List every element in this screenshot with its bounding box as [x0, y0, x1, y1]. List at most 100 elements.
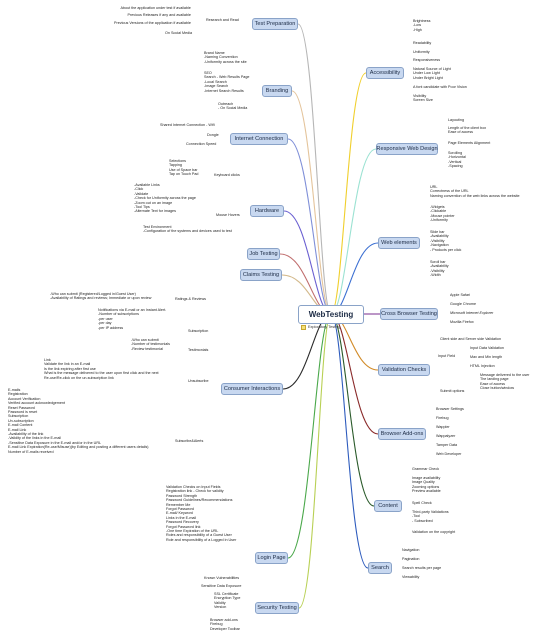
leaf-visibility: Visibility Screen Size	[413, 94, 433, 103]
branch-line	[298, 313, 332, 609]
leaf-line: Naming convention of the web links acros…	[430, 193, 520, 198]
leaf-submit-label: Submit options	[440, 389, 465, 393]
leaf-input-field-label: Input Field	[438, 354, 456, 358]
leaf-line: -Review testimonial	[131, 346, 163, 351]
leaf-readability: Readability	[413, 41, 432, 45]
leaf-line: Ease of access	[480, 381, 506, 386]
leaf-line: -Uniformity across the site	[204, 59, 247, 64]
topic-browser-addons[interactable]: Browser Add-ons	[378, 428, 426, 440]
topic-web-elements[interactable]: Web elements	[378, 237, 420, 249]
leaf-ssl: SSL Certificate Encryption Type Validity…	[214, 592, 240, 610]
leaf-line: -Who can submit (Registered/Logged in/Gu…	[50, 292, 136, 296]
leaf-safari: Apple Safari	[450, 293, 471, 297]
leaf-line: -per day	[98, 321, 112, 326]
leaf-line: Remember Me	[166, 502, 191, 507]
leaf-line: -Number of subscriptions	[98, 312, 139, 317]
leaf-line: E-mail/ Keyword	[166, 511, 193, 516]
topic-internet-connection[interactable]: Internet Connection	[230, 133, 288, 145]
leaf-brand-name: Brand Name -Naming Convention -Uniformit…	[204, 51, 247, 64]
leaf-ratings: -Who can submit (Registered/Logged in/Gu…	[50, 292, 151, 301]
leaf-line: - Products per click	[430, 247, 462, 252]
leaf-line: -Clickable	[430, 209, 447, 214]
leaf-max-min: Max and Min length	[470, 355, 503, 359]
topic-validation-checks[interactable]: Validation Checks	[378, 364, 430, 376]
leaf-image: Image availability Image Quality Zooming…	[412, 476, 441, 494]
note-icon	[301, 324, 306, 330]
leaf-line: Browser add-ons	[210, 618, 238, 622]
leaf-line: Developer Toolbar	[210, 626, 240, 631]
leaf-line: -per IP address	[98, 325, 124, 330]
topic-responsive-web-design[interactable]: Responsive Web Design	[376, 143, 438, 155]
leaf-firebug: Firebug	[436, 416, 449, 420]
leaf-line: Password Strength	[166, 493, 198, 498]
leaf-ie: Microsoft Internet Explorer	[450, 311, 494, 315]
leaf-line: Reset Password	[8, 405, 35, 410]
leaf-sensitive-data: Sensitive Data Exposure	[201, 584, 242, 588]
leaf-line: Under Bright Light	[413, 75, 443, 80]
leaf-line: The landing page	[480, 377, 509, 382]
leaf-brightness: Brightness -Low -High	[413, 19, 430, 32]
topic-claims-testing[interactable]: Claims Testing	[240, 269, 282, 281]
topic-hardware[interactable]: Hardware	[250, 205, 284, 217]
topic-login-page[interactable]: Login Page	[255, 552, 288, 564]
branch-line	[330, 313, 369, 569]
topic-search[interactable]: Search	[368, 562, 392, 574]
leaf-testimonials: -Who can submit -Number of testimonials …	[131, 338, 170, 351]
central-topic[interactable]: WebTesting	[298, 305, 364, 324]
leaf-line: Third-party Validations	[412, 510, 449, 514]
leaf-browser-settings: Browser Settings	[436, 407, 464, 411]
topic-security-testing[interactable]: Security Testing	[255, 602, 299, 614]
leaf-hw-mouse: -Available Links -Click -Validate -Check…	[134, 183, 196, 214]
leaf-known-vuln: Known Vulnerabilities	[204, 576, 240, 580]
leaf-line: Length of the client box	[448, 126, 487, 130]
leaf-emails: E-mails Registration Account Verificatio…	[8, 388, 149, 454]
leaf-third-party: Third-party Validations -Tool - Subscrib…	[412, 510, 449, 523]
leaf-line: -Naming Convention	[204, 55, 238, 60]
leaf-tamper-data: Tamper Data	[436, 443, 458, 447]
leaf-line: -Number of testimonials	[131, 342, 170, 347]
leaf-line: Verified account acknowledgement	[8, 401, 65, 406]
leaf-line: Test Environment	[143, 225, 172, 229]
leaf-light: Natural Source of Light Under Low Light …	[413, 67, 451, 80]
leaf-submit-options: Message delivered to the user The landin…	[480, 373, 529, 391]
topic-branding[interactable]: Branding	[262, 85, 292, 97]
leaf-url: URL Correctness of the URL Naming conven…	[430, 185, 520, 198]
leaf-seo: SEO Search - Web Results Page -Local Sea…	[204, 71, 249, 93]
topic-cross-browser-testing[interactable]: Cross Browser Testing	[380, 308, 438, 320]
leaf-line: -Image Search	[204, 84, 229, 89]
leaf-line: -Visibility	[430, 238, 445, 243]
topic-test-preparation[interactable]: Test Preparation	[252, 18, 298, 30]
leaf-line: -Internet Search Results	[204, 88, 244, 93]
leaf-spell: Spell Check	[412, 501, 432, 505]
leaf-line: Un-subscription	[8, 418, 34, 423]
leaf-line: -Click	[134, 187, 144, 192]
leaf-line: Validation Checks on Input Fields	[166, 485, 221, 489]
leaf-navigation: Navigation	[402, 548, 420, 552]
leaf-line: Ease of access	[448, 130, 474, 135]
leaf-poor-vision: A font candidate with Poor Vision	[413, 85, 467, 89]
topic-job-testing[interactable]: Job Testing	[247, 248, 280, 260]
leaf-line: Subscription	[8, 414, 29, 419]
leaf-page-alignment: Page Elements Alignment	[448, 141, 491, 145]
leaf-hw-test-env: Test Environment -Configuration of the s…	[143, 225, 232, 234]
leaf-line: Visibility	[413, 94, 427, 98]
topic-content[interactable]: Content	[374, 500, 402, 512]
leaf-line: -Configuration of the systems and device…	[143, 229, 232, 234]
leaf-line: -Zoom out on an image	[134, 200, 173, 205]
leaf-line: -Tool Tips	[134, 205, 150, 210]
leaf-line: Brightness	[413, 19, 431, 23]
leaf-line: Validity	[214, 600, 226, 605]
leaf-subscription-label: Subscription	[188, 329, 209, 333]
leaf-line: Forgot Password	[166, 507, 194, 512]
leaf-line: Close button/window	[480, 386, 515, 391]
leaf-line: - Subscribed	[412, 518, 433, 523]
leaf-line: Preview available	[412, 489, 441, 494]
leaf-sec-browser: Browser add-ons Firebug Developer Toolba…	[210, 618, 240, 631]
leaf-line: Scrolling	[448, 151, 463, 155]
topic-accessibility[interactable]: Accessibility	[366, 67, 404, 79]
leaf-scrolling: Scrolling -Horizontal -Vertical -Spacing	[448, 151, 466, 169]
leaf-dongle: Dongle	[207, 133, 219, 137]
leaf-line: Roles and responsibility of a Guest User	[166, 533, 232, 538]
topic-consumer-interactions[interactable]: Consumer Interactions	[221, 383, 283, 395]
